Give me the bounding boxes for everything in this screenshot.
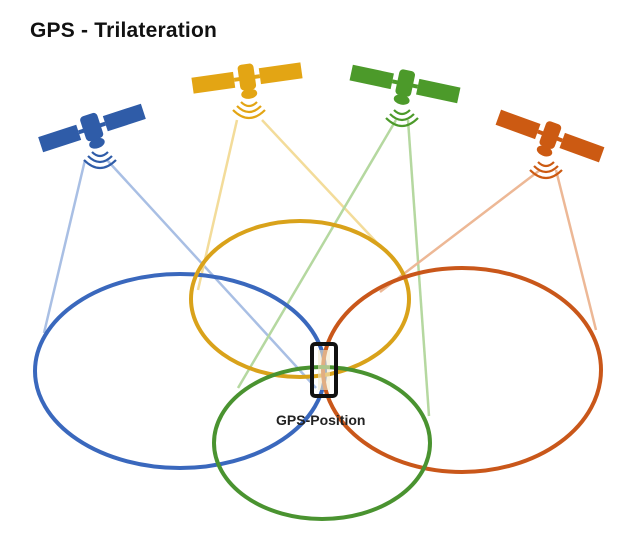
beam-green-left — [236, 119, 398, 389]
signal-waves-blue — [83, 151, 117, 170]
range-circle-yellow — [189, 219, 411, 379]
satellite-green-icon — [349, 64, 461, 105]
gps-position-label: GPS-Position — [276, 412, 365, 428]
satellite-yellow-icon — [191, 62, 303, 99]
signal-waves-green — [385, 109, 419, 128]
signal-waves-orange — [529, 161, 563, 180]
beam-blue-right — [106, 159, 317, 389]
beam-orange-right — [554, 169, 598, 331]
diagram-title: GPS - Trilateration — [30, 19, 218, 42]
beam-orange-left — [379, 169, 541, 293]
signal-waves-yellow — [232, 101, 266, 120]
range-circle-orange — [321, 266, 603, 474]
satellite-orange-icon — [495, 109, 605, 163]
satellite-blue-icon — [38, 103, 146, 153]
smartphone-icon — [310, 342, 338, 398]
beam-blue-left — [42, 159, 87, 334]
beam-green-right — [406, 119, 431, 417]
beam-yellow-right — [261, 119, 381, 247]
